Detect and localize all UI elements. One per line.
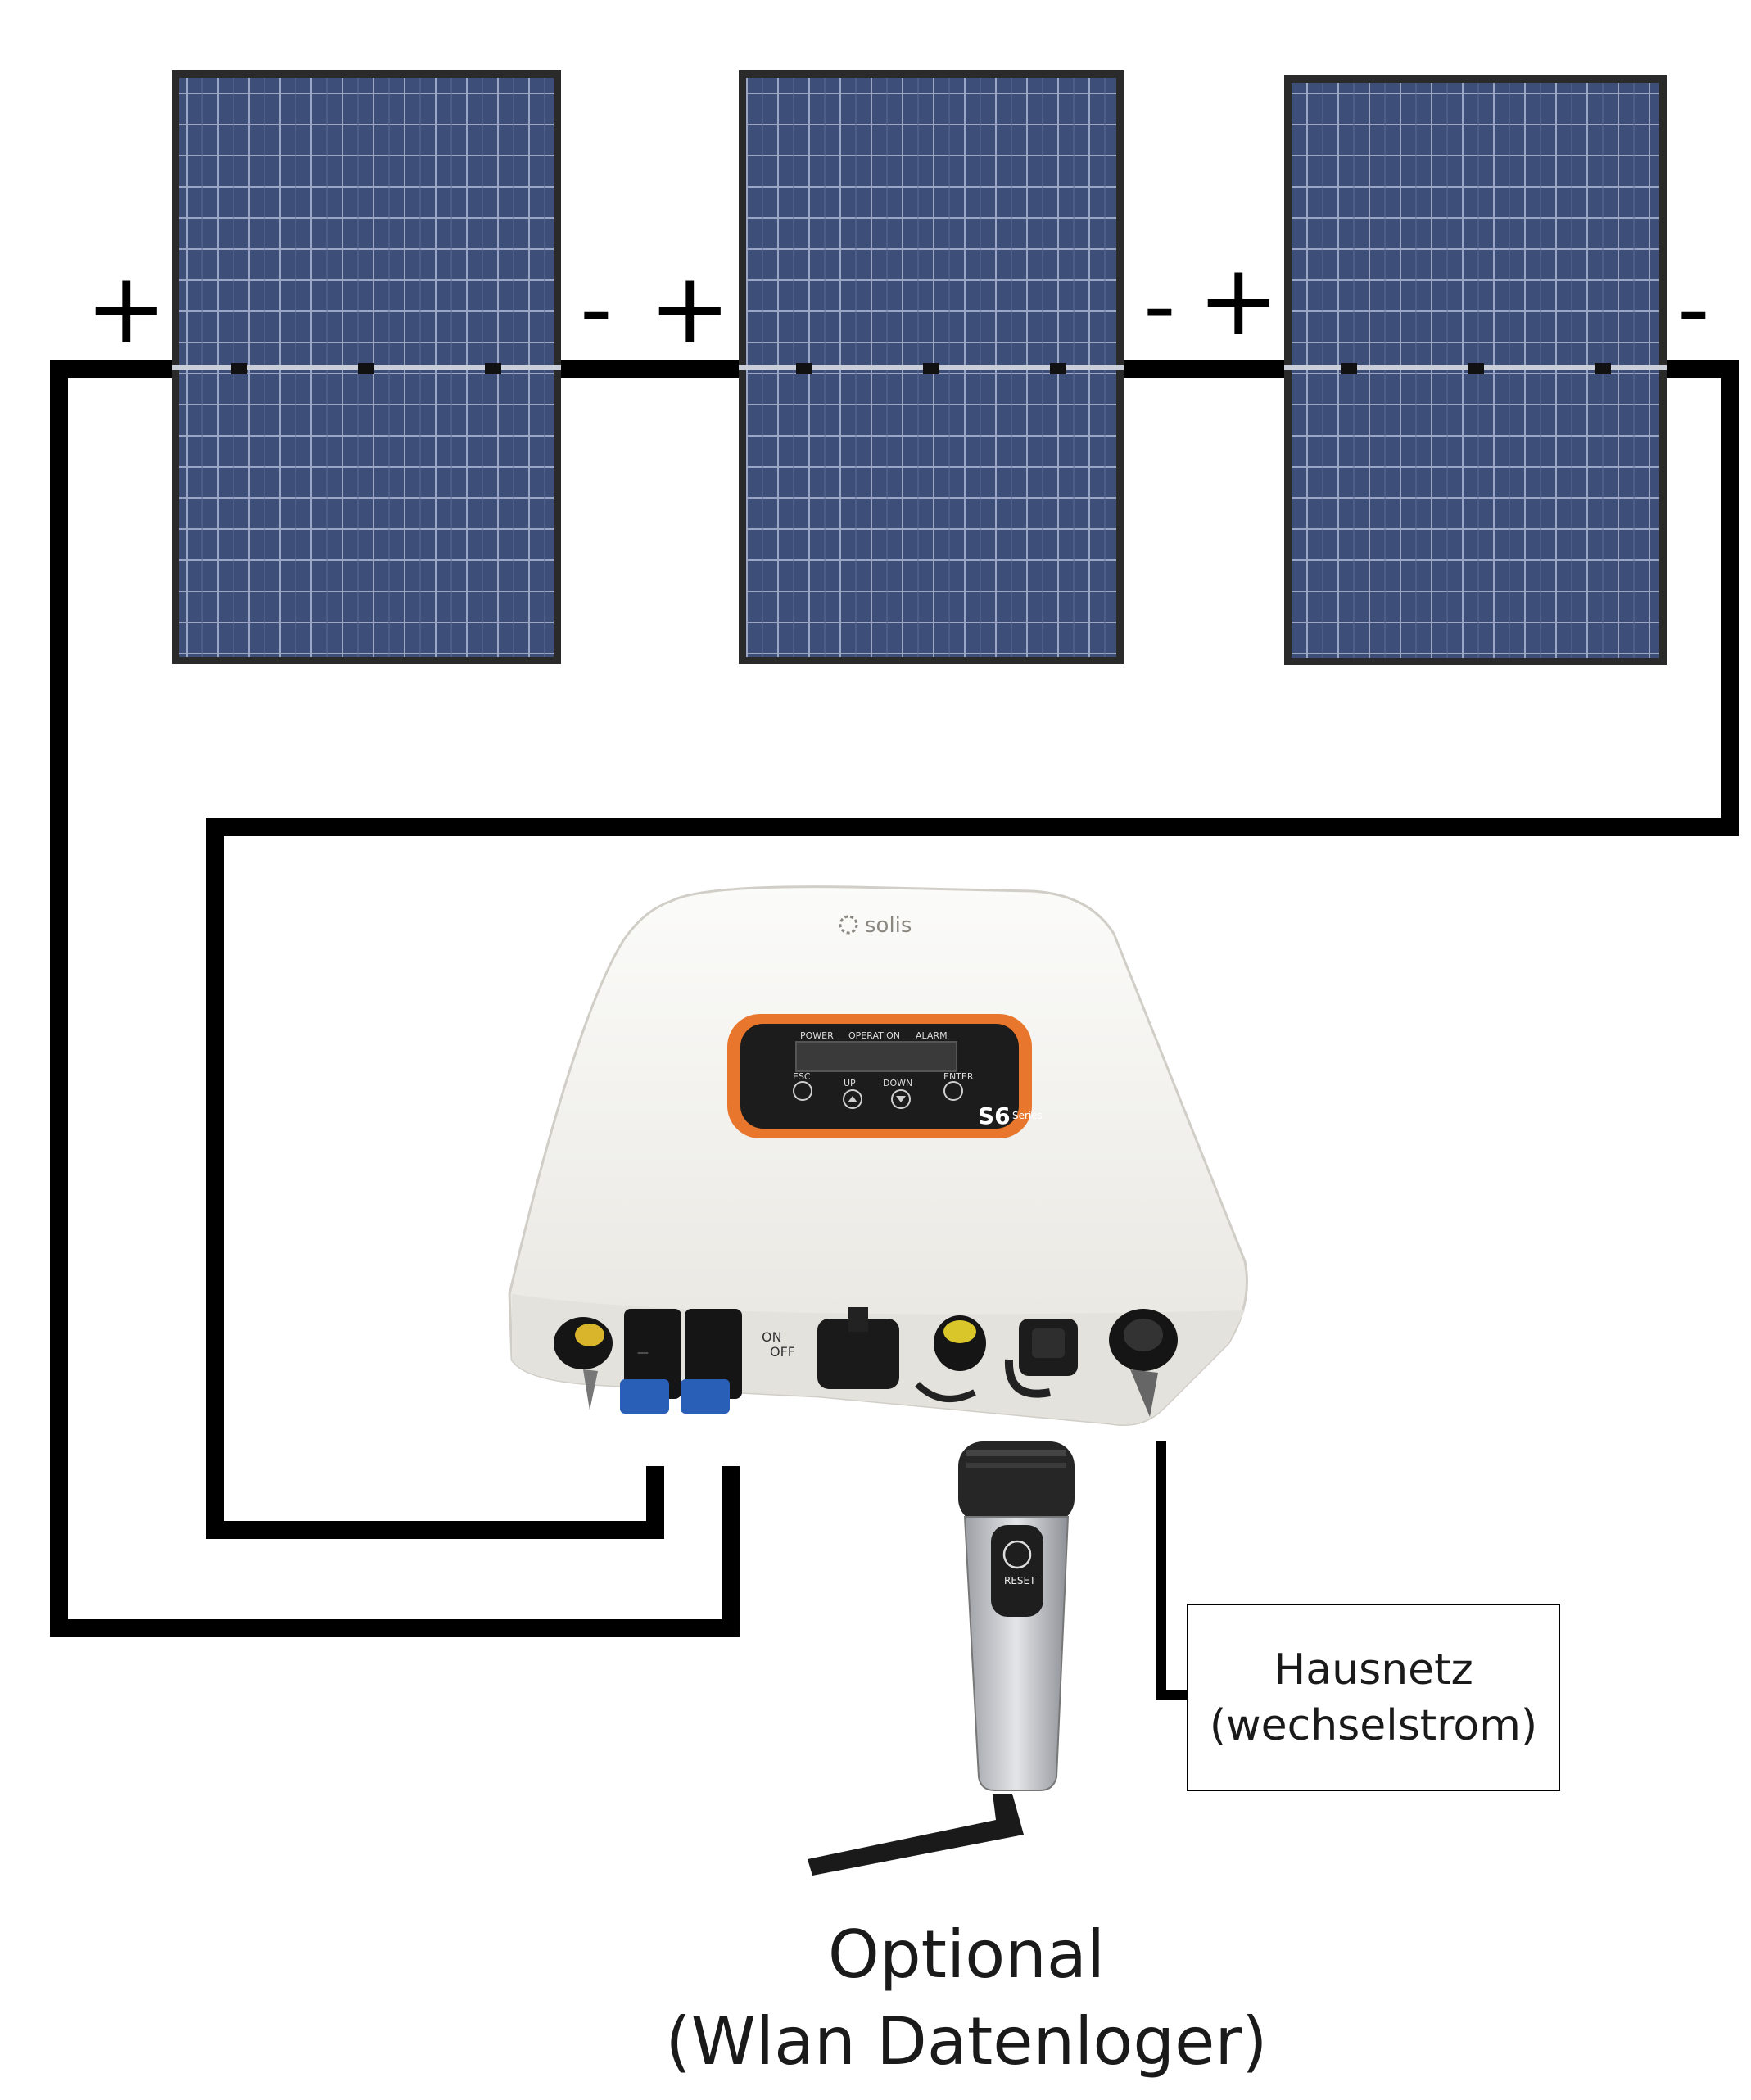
- panel-2-minus-sign: -: [1143, 253, 1176, 358]
- antenna-icon: [808, 1794, 1024, 1876]
- up-arrow-icon: [848, 1096, 857, 1102]
- reset-label: RESET: [1004, 1575, 1036, 1586]
- series-badge: S6: [978, 1102, 1011, 1129]
- led-label-operation: OPERATION: [848, 1030, 900, 1041]
- com-port-cap: [915, 1315, 986, 1402]
- inverter-brand: solis: [865, 913, 912, 938]
- switch-on-label: ON: [762, 1329, 782, 1345]
- dc-connector-minus: [681, 1309, 742, 1414]
- panel-1-plus-sign: +: [85, 252, 168, 366]
- solar-panel-3: [1284, 75, 1667, 665]
- reset-button[interactable]: [1002, 1540, 1032, 1569]
- switch-off-label: OFF: [770, 1344, 795, 1360]
- led-label-alarm: ALARM: [916, 1030, 948, 1041]
- solar-panel-1: [172, 70, 561, 664]
- panel-1-minus-sign: -: [580, 256, 613, 361]
- enter-button[interactable]: [943, 1081, 963, 1101]
- dc-connector-plus: —: [620, 1309, 681, 1414]
- button-label-up: UP: [844, 1078, 856, 1088]
- logger-knob: [958, 1441, 1075, 1523]
- dc-switch[interactable]: [817, 1307, 899, 1389]
- panel-3-plus-sign: +: [1197, 244, 1280, 358]
- dc-vent-cap-left: [554, 1317, 613, 1410]
- button-label-down: DOWN: [883, 1078, 912, 1088]
- wire-string-plus: [50, 360, 740, 1637]
- wire-ac-grid: [1156, 1441, 1187, 1700]
- panel-3-minus-sign: -: [1677, 256, 1710, 361]
- brand-logo-icon: [839, 915, 858, 935]
- wifi-port: [1004, 1319, 1078, 1398]
- house-grid-sublabel: (wechselstrom): [1209, 1700, 1538, 1750]
- button-label-enter: ENTER: [943, 1071, 974, 1082]
- down-arrow-icon: [896, 1096, 906, 1102]
- logger-face: [991, 1525, 1043, 1617]
- house-grid-label: Hausnetz: [1274, 1645, 1473, 1695]
- led-label-power: POWER: [800, 1030, 834, 1041]
- lcd-screen: [795, 1041, 957, 1072]
- svg-text:—: —: [637, 1346, 649, 1360]
- inverter: solis POWER OPERATION ALARM ESC UP DOWN …: [508, 885, 1248, 1427]
- dc-wiring: [50, 360, 1739, 1637]
- caption-datalogger: (Wlan Datenloger): [665, 2003, 1268, 2080]
- esc-button[interactable]: [793, 1081, 812, 1101]
- wire-string-minus: [206, 360, 1739, 1539]
- panel-2-plus-sign: +: [649, 252, 731, 366]
- series-word: Series: [1012, 1110, 1043, 1121]
- ac-output-port: [1109, 1309, 1178, 1417]
- solar-panel-2: [739, 70, 1124, 664]
- caption-optional: Optional: [827, 1917, 1106, 1993]
- house-grid-box: Hausnetz (wechselstrom): [1187, 1604, 1560, 1791]
- wifi-datalogger: RESET: [808, 1441, 1075, 1876]
- button-label-esc: ESC: [793, 1071, 811, 1082]
